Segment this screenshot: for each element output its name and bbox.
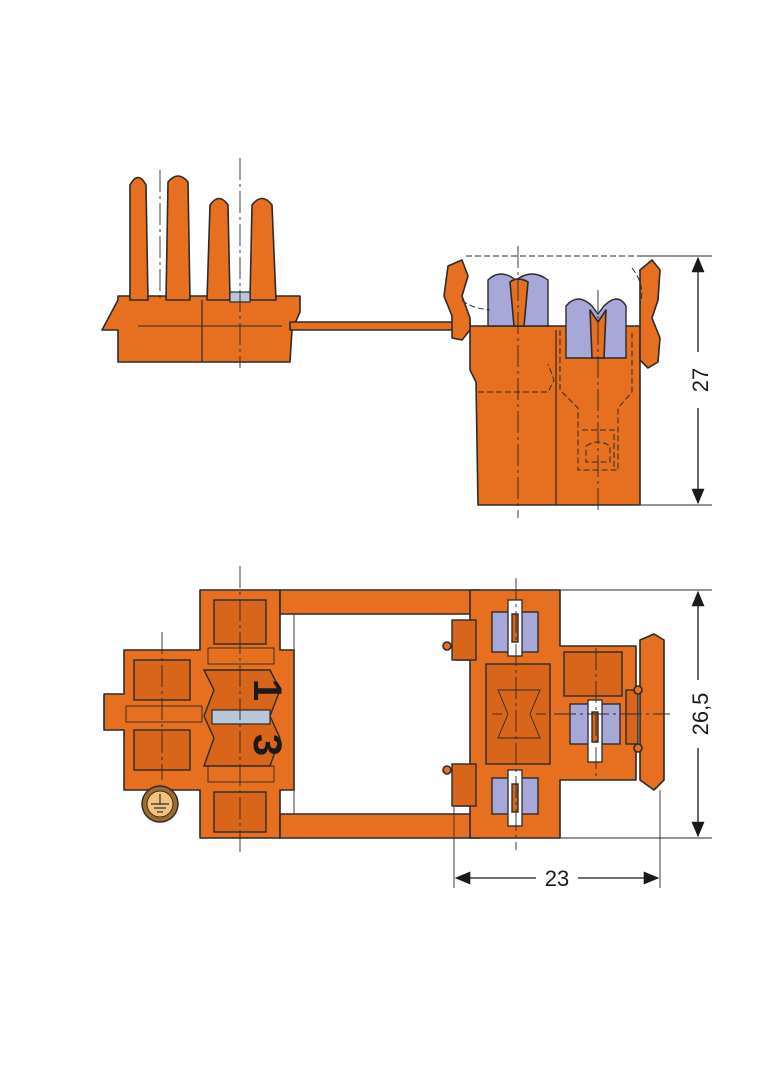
frame-rails xyxy=(279,589,481,839)
dimension-23: 23 xyxy=(453,790,661,891)
dimension-label-26-5: 26,5 xyxy=(688,693,713,736)
connector-housing-top xyxy=(442,578,670,850)
connector-housing xyxy=(443,246,661,518)
dimension-27: 27 xyxy=(640,255,713,506)
top-view: 1 3 xyxy=(103,566,713,891)
coding-piece xyxy=(101,158,471,368)
side-view: 27 xyxy=(101,158,713,518)
dimension-26-5: 26,5 xyxy=(560,589,713,839)
dimension-label-23: 23 xyxy=(545,866,569,891)
dimension-label-27: 27 xyxy=(688,368,713,392)
terminal-number-3: 3 xyxy=(245,734,289,756)
coding-piece-top: 1 3 xyxy=(103,566,295,856)
ground-icon xyxy=(141,785,179,823)
terminal-number-1: 1 xyxy=(245,679,289,701)
